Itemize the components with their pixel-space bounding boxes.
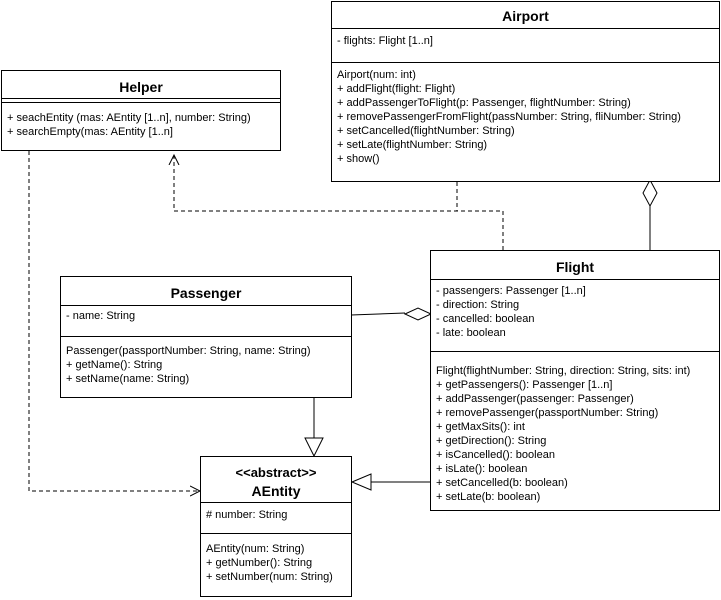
- class-flight-attributes: - passengers: Passenger [1..n] - directi…: [431, 284, 719, 340]
- class-aentity-methods: AEntity(num: String) + getNumber(): Stri…: [201, 542, 351, 584]
- method: + getPassengers(): Passenger [1..n]: [436, 379, 613, 391]
- class-helper-methods: + seachEntity (mas: AEntity [1..n], numb…: [2, 111, 280, 139]
- class-aentity-attributes: # number: String: [201, 508, 351, 522]
- class-flight-name: Flight: [555, 259, 595, 275]
- attribute: # number: String: [206, 509, 288, 521]
- class-aentity-name: AEntity: [251, 483, 301, 499]
- method: + getDirection(): String: [436, 435, 547, 447]
- method: + addFlight(flight: Flight): [337, 83, 456, 95]
- method: + getName(): String: [66, 359, 163, 371]
- aggregation-passenger-flight-line: [350, 312, 406, 316]
- method: + setNumber(num: String): [206, 571, 333, 583]
- method: + setLate(flightNumber: String): [337, 139, 488, 151]
- method: + setCancelled(b: boolean): [436, 477, 568, 489]
- attribute: - direction: String: [436, 299, 520, 311]
- method: + seachEntity (mas: AEntity [1..n], numb…: [7, 112, 251, 124]
- method: + addPassenger(passenger: Passenger): [436, 393, 634, 405]
- method: + getMaxSits(): int: [436, 421, 525, 433]
- attribute: - name: String: [66, 310, 136, 322]
- class-aentity-stereotype: <<abstract>>: [235, 465, 317, 480]
- aggregation-diamond-airport: [642, 178, 658, 208]
- method: + removePassengerFromFlight(passNumber: …: [337, 111, 681, 123]
- attribute: - passengers: Passenger [1..n]: [436, 285, 586, 297]
- class-passenger-name: Passenger: [170, 285, 242, 301]
- class-passenger-methods: Passenger(passportNumber: String, name: …: [61, 344, 351, 386]
- method: + removePassenger(passportNumber: String…: [436, 407, 659, 419]
- method: + isLate(): boolean: [436, 463, 528, 475]
- generalization-triangle-passenger: [304, 437, 324, 458]
- class-airport-name: Airport: [502, 8, 549, 24]
- method: Flight(flightNumber: String, direction: …: [436, 365, 691, 377]
- method: + isCancelled(): boolean: [436, 449, 555, 461]
- method: Passenger(passportNumber: String, name: …: [66, 345, 311, 357]
- method: + show(): [337, 153, 380, 165]
- method: Airport(num: int): [337, 69, 416, 81]
- method: + addPassengerToFlight(p: Passenger, fli…: [337, 97, 631, 109]
- method: + setName(name: String): [66, 373, 190, 385]
- attribute: - cancelled: boolean: [436, 313, 535, 325]
- class-passenger: Passenger - name: String Passenger(passp…: [60, 276, 352, 398]
- class-helper: Helper + seachEntity (mas: AEntity [1..n…: [1, 70, 281, 151]
- class-helper-name: Helper: [119, 79, 163, 95]
- method: + setCancelled(flightNumber: String): [337, 125, 515, 137]
- class-flight-methods: Flight(flightNumber: String, direction: …: [431, 364, 719, 504]
- method: AEntity(num: String): [206, 543, 305, 555]
- method: + getNumber(): String: [206, 557, 313, 569]
- class-flight: Flight - passengers: Passenger [1..n] - …: [430, 250, 720, 511]
- aggregation-diamond-flight: [403, 307, 433, 321]
- method: + searchEmpty(mas: AEntity [1..n]: [7, 126, 173, 138]
- class-airport-methods: Airport(num: int) + addFlight(flight: Fl…: [332, 68, 719, 166]
- generalization-triangle-flight: [350, 473, 372, 491]
- class-aentity: <<abstract>> AEntity # number: String AE…: [200, 456, 352, 597]
- class-airport: Airport - flights: Flight [1..n] Airport…: [331, 1, 720, 182]
- class-passenger-attributes: - name: String: [61, 309, 351, 323]
- class-airport-attributes: - flights: Flight [1..n]: [332, 34, 719, 48]
- attribute: - late: boolean: [436, 327, 506, 339]
- attribute: - flights: Flight [1..n]: [337, 35, 433, 47]
- method: + setLate(b: boolean): [436, 491, 541, 503]
